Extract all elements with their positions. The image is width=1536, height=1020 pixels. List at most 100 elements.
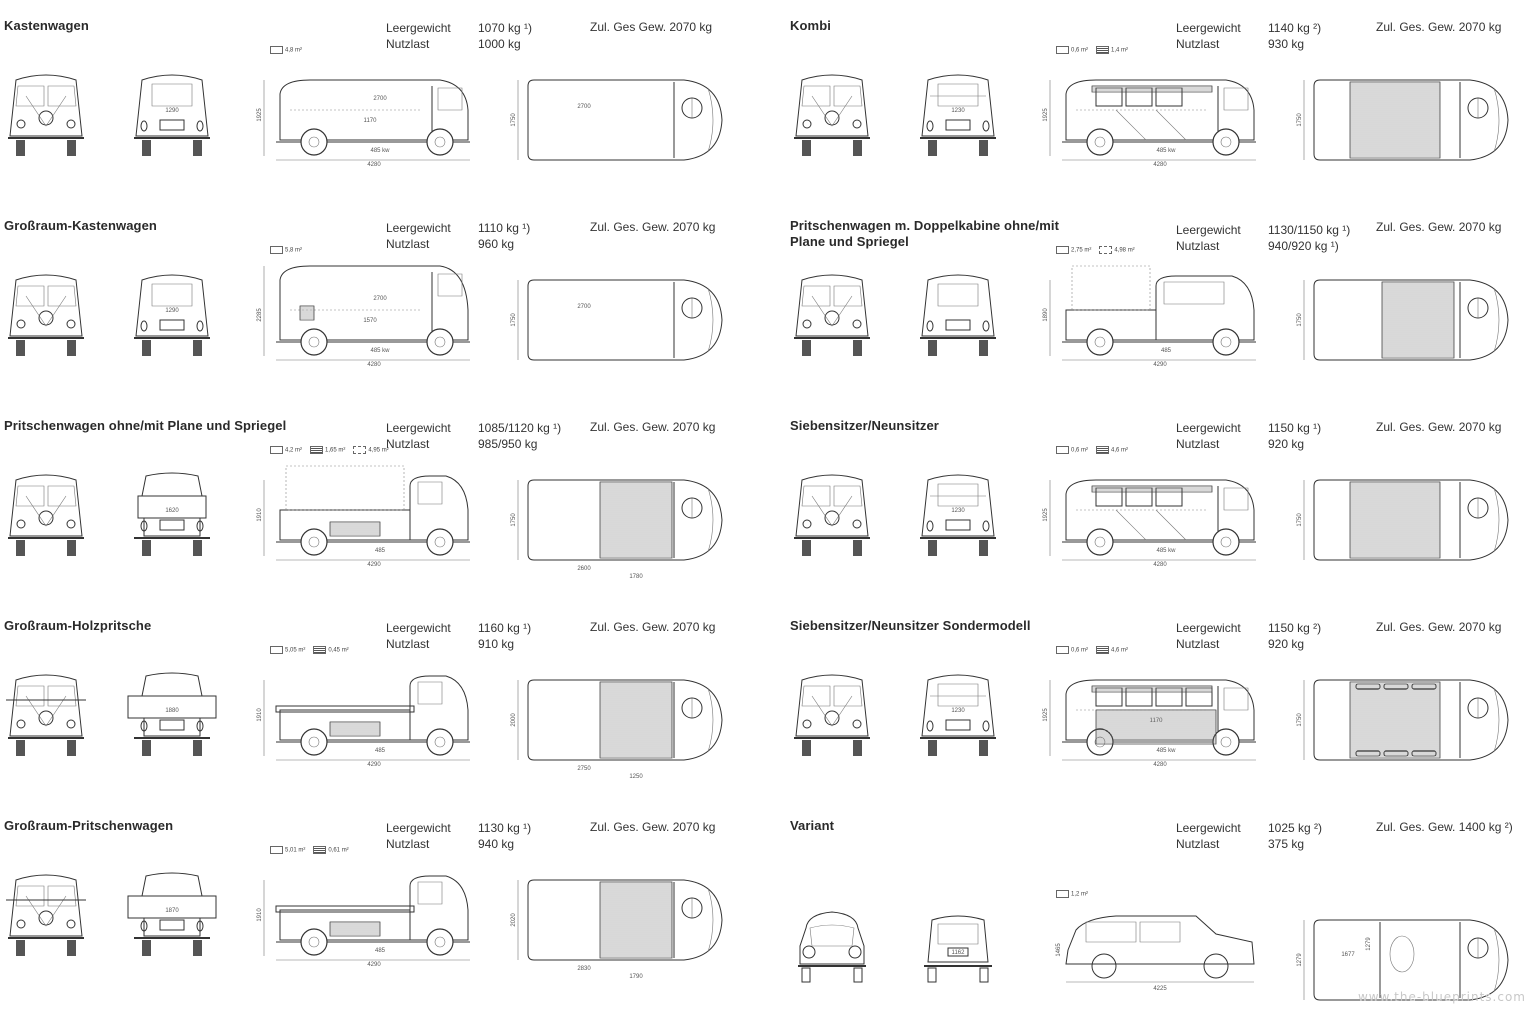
wheelbase-label: 1170: [1150, 718, 1164, 724]
legend-item: 4,95 m²: [353, 446, 389, 454]
empty-weight-value: 1025 kg ²): [1268, 821, 1323, 835]
front-view: [6, 666, 86, 756]
area-legend: 4,2 m² 1,65 m² 4,95 m²: [270, 446, 389, 454]
height-dimension-label: 1910: [257, 508, 263, 522]
length-dimension-label: 4280: [367, 162, 381, 168]
top-view: 1750: [1297, 470, 1510, 580]
width-dimension-label: 1750: [511, 513, 517, 527]
front-view-drawing: [6, 675, 86, 756]
legend-item: 0,45 m²: [313, 646, 349, 654]
length-dimension-label: 4290: [367, 762, 381, 768]
payload-value: 920 kg: [1268, 437, 1305, 451]
wheelbase-label: 1170: [364, 118, 378, 124]
width-dimension-label: 1750: [1297, 713, 1303, 727]
legend-area-text: 4,6 m²: [1111, 447, 1129, 454]
seat-hatch: [1350, 82, 1440, 158]
legend-area-text: 0,45 m²: [328, 647, 349, 654]
front-view-drawing: [8, 475, 84, 556]
rear-view: 1870: [132, 866, 212, 956]
length-dimension-label: 4225: [1153, 986, 1167, 992]
legend-area-text: 5,05 m²: [285, 647, 306, 654]
top-cargo-label: 2700: [577, 104, 591, 110]
cargo-length-label: 2700: [373, 96, 387, 102]
window-band-hatch: [1092, 686, 1212, 692]
gross-weight: Zul. Ges. Gew. 2070 kg: [590, 420, 716, 434]
width-dimension-label: 1750: [1297, 313, 1303, 327]
payload-label: Nutzlast: [386, 637, 430, 651]
empty-weight-label: Leergewicht: [1176, 621, 1241, 635]
legend-item: 5,01 m²: [270, 846, 305, 854]
hatch-area-swatch-icon: [313, 846, 327, 854]
legend-area-text: 1,2 m²: [1071, 891, 1089, 898]
legend-area-text: 4,98 m²: [1114, 247, 1135, 254]
front-view-drawing: [794, 675, 870, 756]
variant-panel-4: Pritschenwagen m. Doppelkabine ohne/mit …: [786, 208, 1536, 408]
rear-dimension-label: 1230: [951, 508, 965, 514]
front-view: [792, 666, 872, 756]
side-view-drawing: [1050, 266, 1256, 360]
plain-area-swatch-icon: [1056, 890, 1069, 898]
gross-weight: Zul. Ges. Gew. 2070 kg: [1376, 20, 1502, 34]
legend-item: 1,65 m²: [310, 446, 345, 454]
legend-area-text: 4,8 m²: [285, 47, 303, 54]
length-dimension-label: 4290: [367, 962, 381, 968]
top-view-drawing: [518, 280, 722, 360]
height-dimension-label: 1925: [1043, 708, 1049, 722]
top-view-drawing: [1304, 920, 1508, 1000]
payload-label: Nutzlast: [386, 437, 430, 451]
variant-title: Kombi: [790, 18, 831, 33]
legend-area-text: 0,6 m²: [1071, 47, 1089, 54]
cargo-hatch: [600, 682, 672, 758]
cargo-hatch: [1382, 282, 1454, 358]
variant-title: Großraum-Pritschenwagen: [4, 818, 174, 833]
legend-item: 5,8 m²: [270, 246, 302, 254]
rear-dimension-label: 1230: [951, 108, 965, 114]
cargo-hatch: [330, 722, 380, 736]
payload-value: 940 kg: [478, 837, 515, 851]
legend-item: 4,6 m²: [1096, 446, 1128, 454]
legend-area-text: 4,2 m²: [285, 447, 303, 454]
width-dimension-label: 2000: [511, 713, 517, 727]
empty-weight-value: 1130/1150 kg ¹): [1268, 223, 1351, 237]
legend-item: 2,75 m²: [1056, 246, 1091, 254]
plain-area-swatch-icon: [270, 46, 283, 54]
side-view: 4290 1910 485: [257, 460, 470, 568]
height-dimension-label: 1925: [257, 108, 263, 122]
vent-hatch: [300, 306, 314, 320]
width-dimension-label: 1750: [511, 313, 517, 327]
legend-item: 0,61 m²: [313, 846, 349, 854]
empty-weight-label: Leergewicht: [1176, 821, 1241, 835]
legend-item: 4,8 m²: [270, 46, 302, 54]
ground-dimension-label: 485: [1161, 348, 1172, 354]
watermark: www.the-blueprints.com: [1357, 990, 1526, 1004]
empty-weight-value: 1140 kg ²): [1268, 21, 1322, 35]
rear-view: 1620: [132, 466, 212, 556]
length-dimension-label: 4290: [367, 562, 381, 568]
variant-title: Großraum-Kastenwagen: [4, 218, 157, 233]
legend-area-text: 2,75 m²: [1071, 247, 1092, 254]
front-view: [792, 66, 872, 156]
length-dimension-label: 4280: [1153, 562, 1167, 568]
dash-area-swatch-icon: [1099, 246, 1113, 254]
ground-dimension-label: 485: [375, 548, 386, 554]
